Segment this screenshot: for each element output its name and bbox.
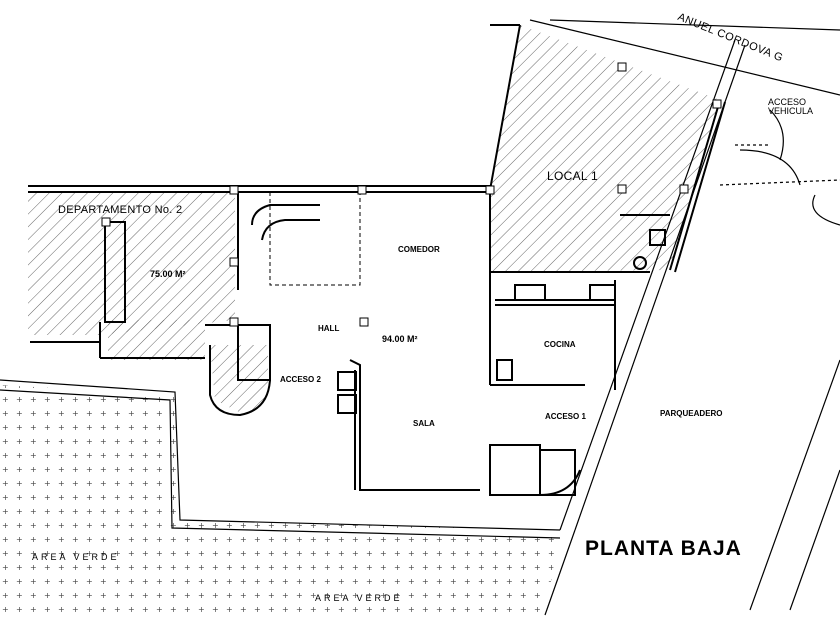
comedor-label: COMEDOR bbox=[398, 245, 440, 254]
area-verde-label-2: AREA VERDE bbox=[315, 593, 403, 603]
columns bbox=[101, 62, 722, 327]
acceso-vehicular-label: ACCESO VEHICULA bbox=[768, 98, 813, 116]
local-label: LOCAL 1 bbox=[547, 169, 599, 183]
acceso1-label: ACCESO 1 bbox=[545, 412, 586, 421]
walls bbox=[28, 24, 726, 496]
green-area-zones bbox=[0, 385, 560, 615]
acceso-vehicular-line1: ACCESO bbox=[768, 97, 807, 107]
cocina-label: COCINA bbox=[544, 340, 576, 349]
acceso-vehicular-line2: VEHICULA bbox=[768, 106, 814, 116]
hatched-zones bbox=[28, 25, 720, 415]
departamento-area-label: 75.00 M² bbox=[150, 269, 186, 279]
main-area-label: 94.00 M² bbox=[382, 334, 418, 344]
page-title: PLANTA BAJA bbox=[585, 537, 742, 560]
area-verde-label-1: AREA VERDE bbox=[32, 552, 120, 562]
sala-label: SALA bbox=[413, 419, 435, 428]
departamento-label: DEPARTAMENTO No. 2 bbox=[58, 204, 183, 216]
site-boundaries bbox=[0, 19, 840, 616]
parqueadero-label: PARQUEADERO bbox=[660, 409, 723, 418]
acceso2-label: ACCESO 2 bbox=[280, 375, 321, 384]
hall-label: HALL bbox=[318, 324, 340, 333]
